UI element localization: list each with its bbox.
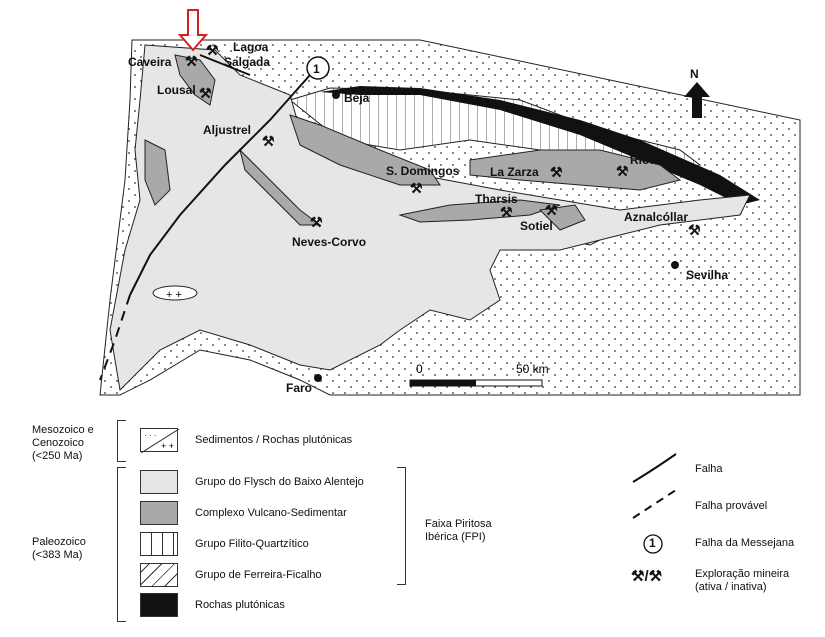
fault-number-circle [306, 56, 330, 80]
faro-dot [314, 374, 322, 382]
mine-icon: ⚒ [310, 214, 323, 230]
swatch-sediments: · · · + + [140, 428, 180, 454]
era-paleo-line: Paleozoico [32, 536, 86, 548]
mine-icon: ⚒ [185, 53, 198, 69]
legend-ferreira: Grupo de Ferreira-Ficalho [195, 569, 322, 581]
era-meso-line: (<250 Ma) [32, 450, 83, 462]
fpi-line: Ibérica (FPI) [425, 531, 486, 543]
fault-number: 1 [313, 62, 320, 76]
beja-dot [332, 91, 340, 99]
era-meso-line: Cenozoico [32, 437, 84, 449]
scale-end: 50 km [516, 362, 549, 376]
swatch-filito [140, 532, 178, 556]
legend-plutonic: Rochas plutónicas [195, 599, 285, 611]
legend-symbols [632, 453, 677, 554]
legend-sediments: Sedimentos / Rochas plutónicas [195, 434, 353, 446]
messejana-fault-line [129, 74, 311, 296]
label-aljustrel: Aljustrel [203, 123, 251, 137]
bracket-paleo [117, 467, 126, 622]
label-sotiel: Sotiel [520, 219, 553, 233]
location-arrow [177, 9, 209, 52]
swatch-plutonic [140, 593, 178, 617]
legend-mine: Exploração mineira (ativa / inativa) [695, 568, 789, 594]
probable-fault-symbol [632, 489, 677, 519]
fault-number-symbol [643, 534, 663, 554]
north-label: N [690, 67, 699, 81]
mine-icons: ⚒ ⚒ ⚒ ⚒ ⚒ ⚒ ⚒ ⚒ ⚒ ⚒ ⚒ [185, 42, 701, 238]
fpi-line: Faixa Piritosa [425, 518, 492, 530]
legend-probable-fault: Falha provável [695, 500, 768, 512]
era-meso-line: Mesozoico e [32, 424, 94, 436]
north-arrow-icon [684, 82, 710, 118]
legend-filito: Grupo Filito-Quartzítico [195, 538, 309, 550]
label-caveira: Caveira [128, 55, 172, 69]
legend-fpi: Faixa Piritosa Ibérica (FPI) [425, 518, 492, 544]
legend-fault: Falha [695, 463, 723, 475]
svg-text:· · ·: · · · [144, 431, 156, 440]
mine-line: Exploração mineira [695, 568, 790, 580]
mine-icon: ⚒ [206, 42, 219, 58]
label-tharsis: Tharsis [475, 192, 518, 206]
label-sevilha: Sevilha [686, 268, 728, 282]
mine-icon: ⚒ [550, 164, 563, 180]
svg-text:+ +: + + [161, 441, 174, 451]
label-riotinto: Riotinto [630, 153, 675, 167]
label-lagoa: Lagoa [233, 40, 269, 54]
swatch-vulcano [140, 501, 178, 525]
swatch-ferreira [140, 563, 178, 587]
label-neves-corvo: Neves-Corvo [292, 235, 366, 249]
legend-messejana: Falha da Messejana [695, 537, 795, 549]
geological-map: + + N 1 ⚒ ⚒ ⚒ ⚒ ⚒ ⚒ ⚒ ⚒ ⚒ ⚒ ⚒ Caveira La… [99, 9, 801, 396]
mine-symbol-icon: ⚒/⚒ [631, 568, 663, 585]
mine-icon: ⚒ [199, 85, 212, 101]
mine-icon: ⚒ [616, 163, 629, 179]
mine-icon: ⚒ [500, 204, 513, 220]
vulcano-sedimentar-area [144, 54, 682, 231]
mine-icon: ⚒ [545, 202, 558, 218]
era-paleo-line: (<383 Ma) [32, 549, 83, 561]
mine-line: (ativa / inativa) [695, 581, 767, 593]
sevilha-dot [671, 261, 679, 269]
plutonic-cross: + + [166, 289, 182, 301]
era-paleo: Paleozoico (<383 Ma) [32, 536, 86, 562]
bracket-fpi [397, 467, 406, 585]
label-lousal: Lousal [157, 83, 196, 97]
label-faro: Faro [286, 381, 312, 395]
mine-icon: ⚒ [688, 222, 701, 238]
label-la-zarza: La Zarza [490, 165, 539, 179]
swatch-flysch [140, 470, 178, 494]
era-meso: Mesozoico e Cenozoico (<250 Ma) [32, 424, 94, 463]
label-salgada: Salgada [224, 55, 270, 69]
mine-icon: ⚒ [262, 133, 275, 149]
scale-start: 0 [416, 362, 423, 376]
fault-symbol [632, 453, 677, 483]
legend-flysch: Grupo do Flysch do Baixo Alentejo [195, 476, 364, 488]
legend-fault-number: 1 [649, 536, 656, 550]
legend-vulcano: Complexo Vulcano-Sedimentar [195, 507, 347, 519]
label-aznalcollar: Aznalcóllar [624, 210, 688, 224]
label-s-domingos: S. Domingos [386, 164, 460, 178]
probable-fault-line [99, 294, 131, 381]
bracket-meso [117, 420, 126, 462]
mine-icon: ⚒ [410, 180, 423, 196]
fault-line [199, 54, 251, 76]
label-beja: Beja [344, 91, 370, 105]
